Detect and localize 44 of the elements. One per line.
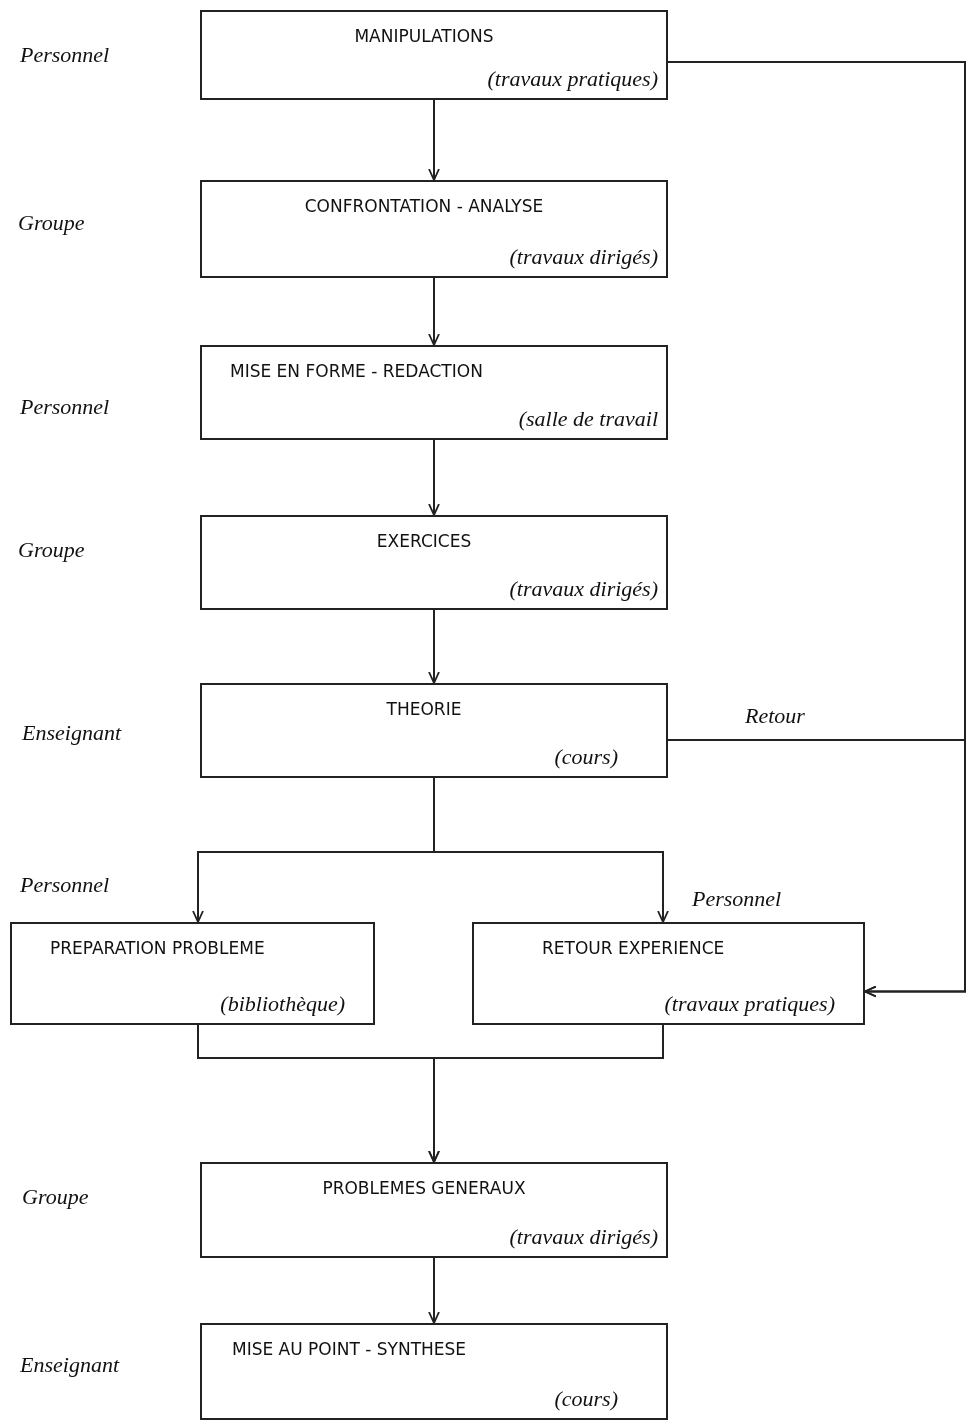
step-title: MISE EN FORME - REDACTION [230,361,483,381]
process-box [200,1323,668,1420]
actor-label: Enseignant [22,720,121,746]
process-box [200,1162,668,1258]
arrow [428,1024,664,1163]
actor-label: Personnel [20,872,110,898]
arrow [428,609,440,684]
arrow [428,1257,440,1324]
step-title: EXERCICES [375,531,473,551]
step-title: PROBLEMES GENERAUX [321,1178,527,1198]
arrow [433,777,669,923]
location-note: (travaux pratiques) [664,991,835,1017]
process-box [200,180,668,278]
step-title: RETOUR EXPERIENCE [542,938,725,958]
actor-label: Enseignant [20,1352,119,1378]
actor-label: Personnel [20,394,110,420]
location-note: (cours) [554,744,618,770]
location-note: (travaux dirigés) [509,1224,658,1250]
process-box [200,683,668,778]
actor-label: Groupe [22,1184,89,1210]
process-box [10,922,375,1025]
step-title: MANIPULATIONS [353,26,495,46]
arrow [667,739,966,998]
location-note: (travaux dirigés) [509,244,658,270]
actor-label: Personnel [692,886,782,912]
process-box [200,515,668,610]
actor-label: Groupe [18,537,85,563]
process-box [472,922,865,1025]
step-title: PREPARATION PROBLEME [50,938,265,958]
location-note: (cours) [554,1386,618,1412]
location-note: (salle de travail [518,406,658,432]
step-title: CONFRONTATION - ANALYSE [303,196,545,216]
arrow [428,439,440,516]
process-box [200,345,668,440]
step-title: MISE AU POINT - SYNTHESE [232,1339,467,1359]
actor-label: Personnel [20,42,110,68]
location-note: (travaux dirigés) [509,576,658,602]
process-box [200,10,668,100]
location-note: (bibliothèque) [220,991,345,1017]
actor-label: Groupe [18,210,85,236]
arrow [428,99,440,181]
arrow [428,277,440,346]
step-title: THEORIE [385,699,463,719]
location-note: (travaux pratiques) [487,66,658,92]
